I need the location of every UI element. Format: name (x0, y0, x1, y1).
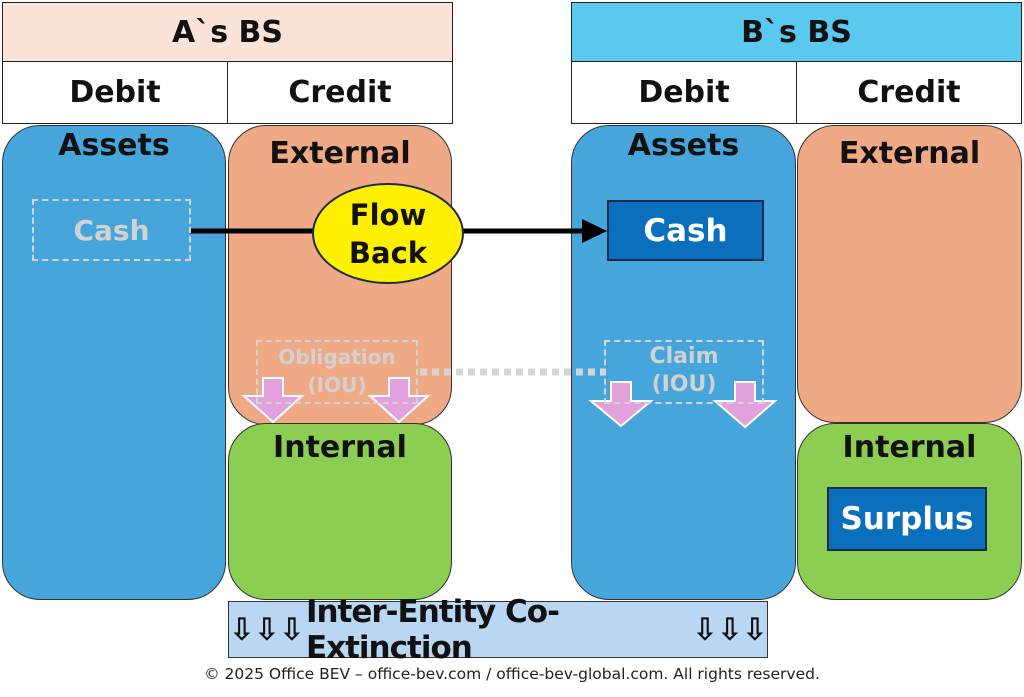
a-obligation-iou-label: (IOU) (307, 373, 367, 397)
b-external-panel: External (797, 125, 1022, 423)
a-cash-box: Cash (32, 199, 191, 261)
co-extinction-banner: ⇩⇩⇩ Inter-Entity Co-Extinction ⇩⇩⇩ (228, 594, 768, 666)
down-arrow-icon (588, 381, 654, 428)
b-claim-box: Claim (IOU) (604, 340, 764, 404)
b-credit-header: Credit (796, 61, 1022, 124)
b-cash-box: Cash (607, 200, 764, 261)
a-credit-header: Credit (227, 61, 453, 124)
a-obligation-box: Obligation (IOU) (256, 340, 418, 404)
b-debit-header: Debit (571, 61, 797, 124)
down-arrow-icon (241, 377, 305, 424)
b-surplus-box: Surplus (827, 487, 987, 551)
b-claim-iou-label: (IOU) (651, 372, 717, 397)
flow-back-label-line2: Back (348, 235, 428, 270)
a-obligation-label: Obligation (278, 345, 396, 369)
b-assets-label: Assets (627, 128, 740, 163)
a-debit-header: Debit (2, 61, 228, 124)
a-external-label: External (269, 136, 411, 171)
copyright-text: © 2025 Office BEV – office-bev.com / off… (204, 665, 820, 683)
down-arrow-icon (367, 377, 431, 424)
b-claim-label: Claim (649, 344, 719, 369)
a-bs-title: A`s BS (2, 2, 453, 62)
a-assets-panel: Assets (2, 125, 226, 600)
a-internal-label: Internal (273, 430, 407, 465)
b-bs-title: B`s BS (571, 2, 1022, 62)
down-arrow-icon (712, 381, 778, 429)
flow-back-label-line1: Flow (349, 197, 427, 232)
a-internal-panel: Internal (228, 423, 452, 600)
a-assets-label: Assets (58, 128, 170, 163)
banner-down-arrows-icon: ⇩⇩⇩ (692, 611, 768, 648)
banner-text: Inter-Entity Co-Extinction (305, 593, 560, 666)
banner-down-arrows-icon: ⇩⇩⇩ (229, 611, 305, 648)
b-external-label: External (838, 136, 981, 171)
flow-arrowhead-icon (582, 219, 607, 243)
flow-back-ellipse: Flow Back (312, 183, 464, 284)
b-internal-label: Internal (842, 430, 977, 465)
